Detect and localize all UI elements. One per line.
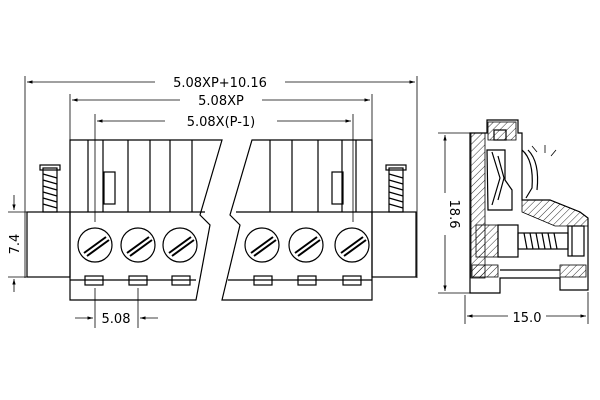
housing-left-half [69, 139, 223, 301]
dim-pin-span-label: 5.08X(P-1) [187, 115, 256, 130]
dim-side-depth-label: 15.0 [513, 311, 542, 326]
side-screw [517, 225, 585, 257]
dim-overall-width: 5.08XP+10.16 [24, 73, 418, 278]
dim-housing-width-label: 5.08XP [198, 94, 244, 109]
dim-side-height-label: 18.6 [446, 200, 461, 229]
dim-pitch: 5.08 [75, 288, 158, 328]
side-view: 18.6 [437, 119, 589, 326]
screw-1 [77, 227, 113, 263]
screw-6 [334, 227, 370, 263]
dim-side-height: 18.6 [437, 132, 470, 294]
dim-pin-span: 5.08X(P-1) [94, 112, 354, 222]
dim-pitch-label: 5.08 [102, 312, 131, 327]
dim-side-depth: 15.0 [464, 292, 589, 326]
dim-overall-width-label: 5.08XP+10.16 [173, 76, 267, 91]
left-flange [26, 164, 71, 278]
wire-entry-slots [84, 275, 362, 286]
dim-left-height: 7.4 [8, 195, 27, 292]
dim-left-height-label: 7.4 [8, 234, 23, 255]
right-flange [371, 164, 417, 278]
screw-2 [120, 227, 156, 263]
dim-housing-width: 5.08XP [69, 91, 373, 140]
housing-right-half [221, 139, 373, 301]
front-view: 5.08XP+10.16 5.08XP 5.08X(P-1) [8, 73, 418, 328]
screw-3 [162, 227, 198, 263]
screw-4 [244, 227, 280, 263]
screw-5 [288, 227, 324, 263]
side-housing [469, 119, 589, 294]
